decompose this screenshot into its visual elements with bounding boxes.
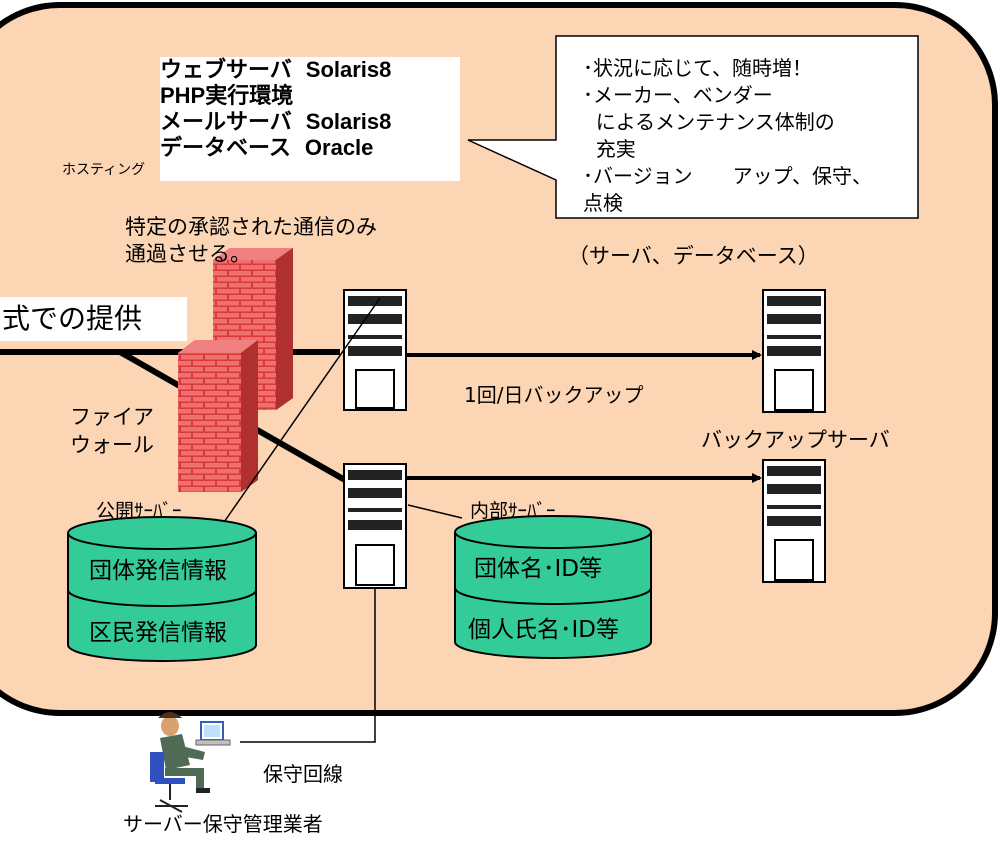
callout-line: ･メーカー、ベンダー (583, 83, 773, 107)
internal-server (343, 463, 407, 589)
public-db-label-1: 団体発信情報 (89, 558, 227, 584)
specs-box: ウェブサーバ Solaris8 PHP実行環境 メールサーバ Solaris8 デー… (160, 57, 460, 181)
connector-public (221, 297, 381, 526)
internal-db-label-2: 個人氏名･ID等 (468, 617, 619, 643)
maintainer-person-icon (150, 712, 231, 813)
firewall-label-2: ウォール (70, 433, 154, 457)
spec-name: PHP実行環境 (160, 83, 294, 108)
firewall-note-1: 特定の承認された通信のみ (125, 215, 377, 239)
public-db-label-2: 区民発信情報 (89, 620, 227, 646)
maintenance-line-label: 保守回線 (263, 762, 343, 786)
spec-value: Oracle (304, 135, 374, 160)
hosting-label: ホスティング (62, 162, 146, 178)
backup-server-label: バックアップサーバ (701, 428, 890, 452)
callout-line: 点検 (583, 191, 623, 215)
spec-name: データベース (160, 135, 291, 160)
backup-server-bottom (762, 459, 826, 583)
maintenance-line (240, 588, 376, 743)
backup-server-top (762, 289, 826, 413)
spec-value: Solaris8 (305, 109, 392, 134)
firewall-front (178, 340, 258, 492)
provision-label: 式での提供 (0, 297, 187, 341)
maintainer-label: サーバー保守管理業者 (123, 812, 323, 836)
callout-bubble (467, 35, 919, 219)
callout-line: ･バージョン アップ、保守、 (583, 164, 872, 188)
server-db-label: （サーバ、データベース） (568, 244, 819, 268)
public-db (67, 516, 257, 662)
spec-database: データベース Oracle (160, 135, 460, 161)
internal-db-label-1: 団体名･ID等 (474, 556, 602, 582)
firewall-note-2: 通過させる。 (125, 242, 251, 266)
connector-internal (407, 504, 463, 519)
internal-db (454, 515, 652, 659)
internal-server-label: 内部ｻｰﾊﾞｰ (470, 500, 556, 522)
spec-name: メールサーバ (160, 109, 292, 134)
callout-line: 充実 (583, 137, 636, 161)
public-server-label: 公開ｻｰﾊﾞｰ (96, 500, 182, 522)
spec-name: ウェブサーバ (160, 57, 292, 82)
public-server (343, 289, 407, 411)
callout-line: によるメンテナンス体制の (583, 110, 835, 134)
spec-web-server: ウェブサーバ Solaris8 (160, 57, 460, 83)
firewall-label-1: ファイア (70, 405, 154, 429)
spec-php: PHP実行環境 (160, 83, 460, 109)
spec-mail-server: メールサーバ Solaris8 (160, 109, 460, 135)
daily-backup-label: 1回/日バックアップ (464, 383, 644, 407)
callout-line: ･状況に応じて、随時増！ (583, 56, 812, 80)
spec-value: Solaris8 (305, 57, 392, 82)
callout-text: ･状況に応じて、随時増！ ･メーカー、ベンダー によるメンテナンス体制の 充実 … (583, 55, 913, 217)
